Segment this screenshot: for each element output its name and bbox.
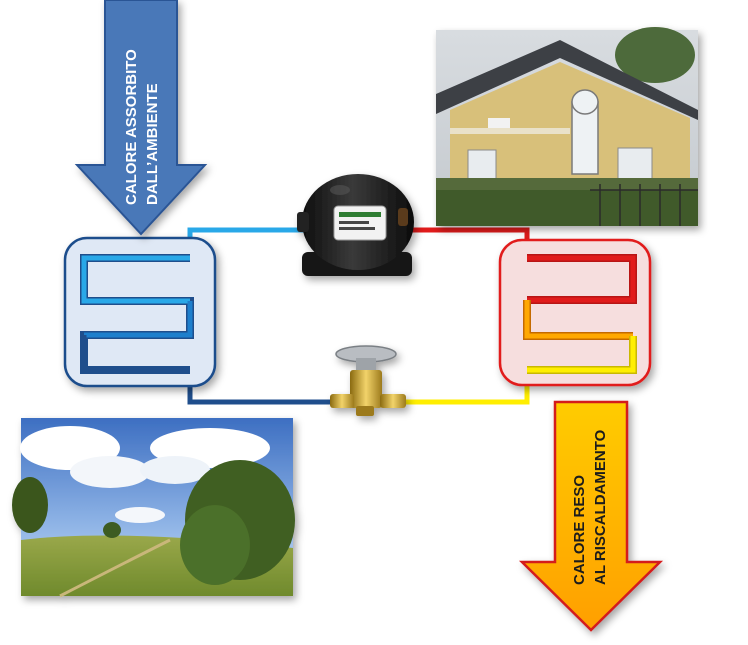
condenser <box>498 238 652 387</box>
svg-text:CALORE RESO AL RISCALDAM: CALORE RESO AL RISCALDAMENTO <box>571 429 609 585</box>
arrow-in-label-line2: DALL’AMBIENTE <box>144 83 161 205</box>
compressor <box>297 174 414 276</box>
arrow-in-label-line1: CALORE ASSORBITO <box>123 49 140 205</box>
condenser-coil <box>527 336 636 373</box>
svg-text:CALORE ASSORBITO DALL’AM: CALORE ASSORBITO DALL’AMBIENTE <box>123 45 161 205</box>
arrow-out-label-line1: CALORE RESO <box>571 475 588 585</box>
arrow-heat-delivered: CALORE RESO AL RISCALDAMENTO <box>518 400 664 632</box>
arrow-out-label-line2: AL RISCALDAMENTO <box>592 429 609 585</box>
expansion-valve <box>330 345 406 416</box>
arrow-heat-absorbed: CALORE ASSORBITO DALL’AMBIENTE <box>74 0 208 236</box>
evaporator <box>63 236 217 388</box>
landscape-photo <box>12 418 295 598</box>
house-photo <box>436 27 698 226</box>
